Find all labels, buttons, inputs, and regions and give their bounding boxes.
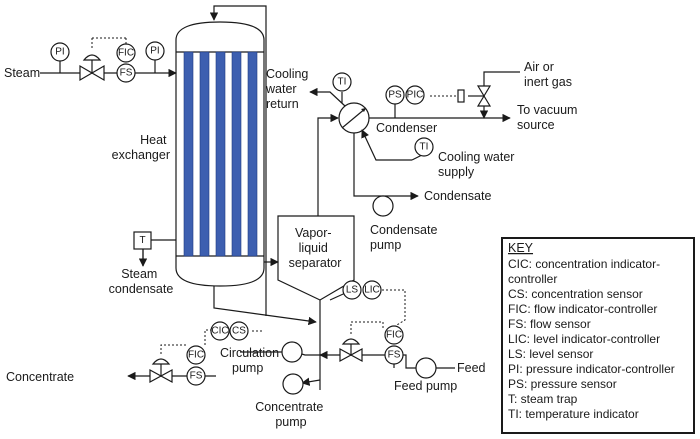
tube xyxy=(183,51,194,257)
instrument-label: FIC xyxy=(118,48,134,59)
label-concentrate-pump: Concentrate pump xyxy=(255,400,327,429)
signal xyxy=(382,289,406,329)
label-cooling-water-return: Cooling water return xyxy=(265,67,312,111)
air-inert-gas-line xyxy=(341,71,520,161)
heat-exchanger xyxy=(175,21,265,287)
key-entry: CIC: concentration indicator- xyxy=(508,257,660,271)
instrument-label: TI xyxy=(420,142,429,153)
instrument-fic-conc: FIC xyxy=(186,345,206,365)
label-condensate: Condensate xyxy=(424,189,491,203)
instrument-label: CS xyxy=(232,326,246,337)
label-condensate-pump: Condensate pump xyxy=(370,223,441,252)
label-circulation-pump: Circulation pump xyxy=(220,346,283,375)
instrument-label: FS xyxy=(190,371,203,382)
instrument-label: PIC xyxy=(407,90,424,101)
instrument-steam-trap: T xyxy=(133,231,152,250)
instrument-fs-steam: FS xyxy=(116,63,136,83)
label-condenser: Condenser xyxy=(376,121,437,135)
instrument-label: FS xyxy=(388,350,401,361)
instrument-label: FS xyxy=(120,68,133,79)
key-entry: PI: pressure indicator-controller xyxy=(508,362,675,376)
instrument-ls: LS xyxy=(342,280,362,300)
key-entry: FIC: flow indicator-controller xyxy=(508,302,657,316)
label-vapor-liquid-separator: Vapor- liquid separator xyxy=(289,226,342,270)
instrument-label: FIC xyxy=(188,350,204,361)
key-title: KEY xyxy=(508,241,534,255)
instrument-label: PS xyxy=(388,90,402,101)
condensate-pump xyxy=(372,195,394,217)
key-entry: PS: pressure sensor xyxy=(508,377,617,391)
instrument-ti-cw: TI xyxy=(414,137,434,157)
instrument-label: PI xyxy=(150,46,159,57)
instrument-label: LS xyxy=(346,285,359,296)
instrument-ps: PS xyxy=(385,85,405,105)
feed-pump xyxy=(415,357,437,379)
vapor-liquid-separator xyxy=(277,215,355,301)
instrument-ti-top: TI xyxy=(332,72,352,92)
conc-pump-inlet xyxy=(301,377,321,386)
tube xyxy=(231,51,242,257)
instrument-label: FIC xyxy=(386,330,402,341)
tube xyxy=(247,51,258,257)
key-entry: CS: concentration sensor xyxy=(508,287,643,301)
signal xyxy=(160,344,186,354)
tube xyxy=(199,51,210,257)
label-to-vacuum: To vacuum source xyxy=(517,103,581,132)
instrument-pi-right: PI xyxy=(145,41,165,61)
instrument-cs: CS xyxy=(229,321,249,341)
label-cooling-water-supply: Cooling water supply xyxy=(438,150,518,179)
condenser xyxy=(338,102,370,134)
instrument-cic: CIC xyxy=(210,321,230,341)
key-entry: FS: flow sensor xyxy=(508,317,591,331)
condensate-line xyxy=(353,133,419,201)
tube xyxy=(215,51,226,257)
key-entry: LIC: level indicator-controller xyxy=(508,332,660,346)
label-feed-pump: Feed pump xyxy=(394,379,457,393)
label-air-inert-gas: Air or inert gas xyxy=(524,60,572,89)
instrument-fs-conc: FS xyxy=(186,366,206,386)
key-entry: LS: level sensor xyxy=(508,347,593,361)
label-concentrate: Concentrate xyxy=(6,370,74,384)
key-entry: controller xyxy=(508,272,557,286)
label-steam-condensate: Steam condensate xyxy=(109,267,174,296)
key-entry: TI: temperature indicator xyxy=(508,407,639,421)
key-legend: KEY CIC: concentration indicator- contro… xyxy=(501,237,695,434)
instrument-label: LIC xyxy=(364,285,380,296)
signal xyxy=(350,321,384,334)
instrument-label: PI xyxy=(55,47,64,58)
instrument-pic: PIC xyxy=(405,85,425,105)
steam-line xyxy=(40,37,177,82)
instrument-fic-steam: FIC xyxy=(116,43,136,63)
recirc-line xyxy=(209,5,267,316)
vapor-line xyxy=(317,113,339,216)
key-entry: T: steam trap xyxy=(508,392,578,406)
valve-actuator xyxy=(82,54,102,61)
instrument-label: CIC xyxy=(211,326,228,337)
cw-return-line xyxy=(309,87,346,107)
label-steam: Steam xyxy=(4,66,40,80)
instrument-lic: LIC xyxy=(362,280,382,300)
hx-bottom-line xyxy=(213,286,317,326)
instrument-label: TI xyxy=(338,77,347,88)
instrument-pi-left: PI xyxy=(50,42,70,62)
label-heat-exchanger: Heat exchanger xyxy=(112,133,170,162)
instrument-label: T xyxy=(139,235,145,246)
concentrate-pump xyxy=(282,373,304,395)
instrument-fs-feed: FS xyxy=(384,345,404,365)
cw-supply-line xyxy=(361,129,412,161)
circulation-pump xyxy=(281,341,303,363)
label-feed: Feed xyxy=(457,361,486,375)
instrument-fic-feed: FIC xyxy=(384,325,404,345)
